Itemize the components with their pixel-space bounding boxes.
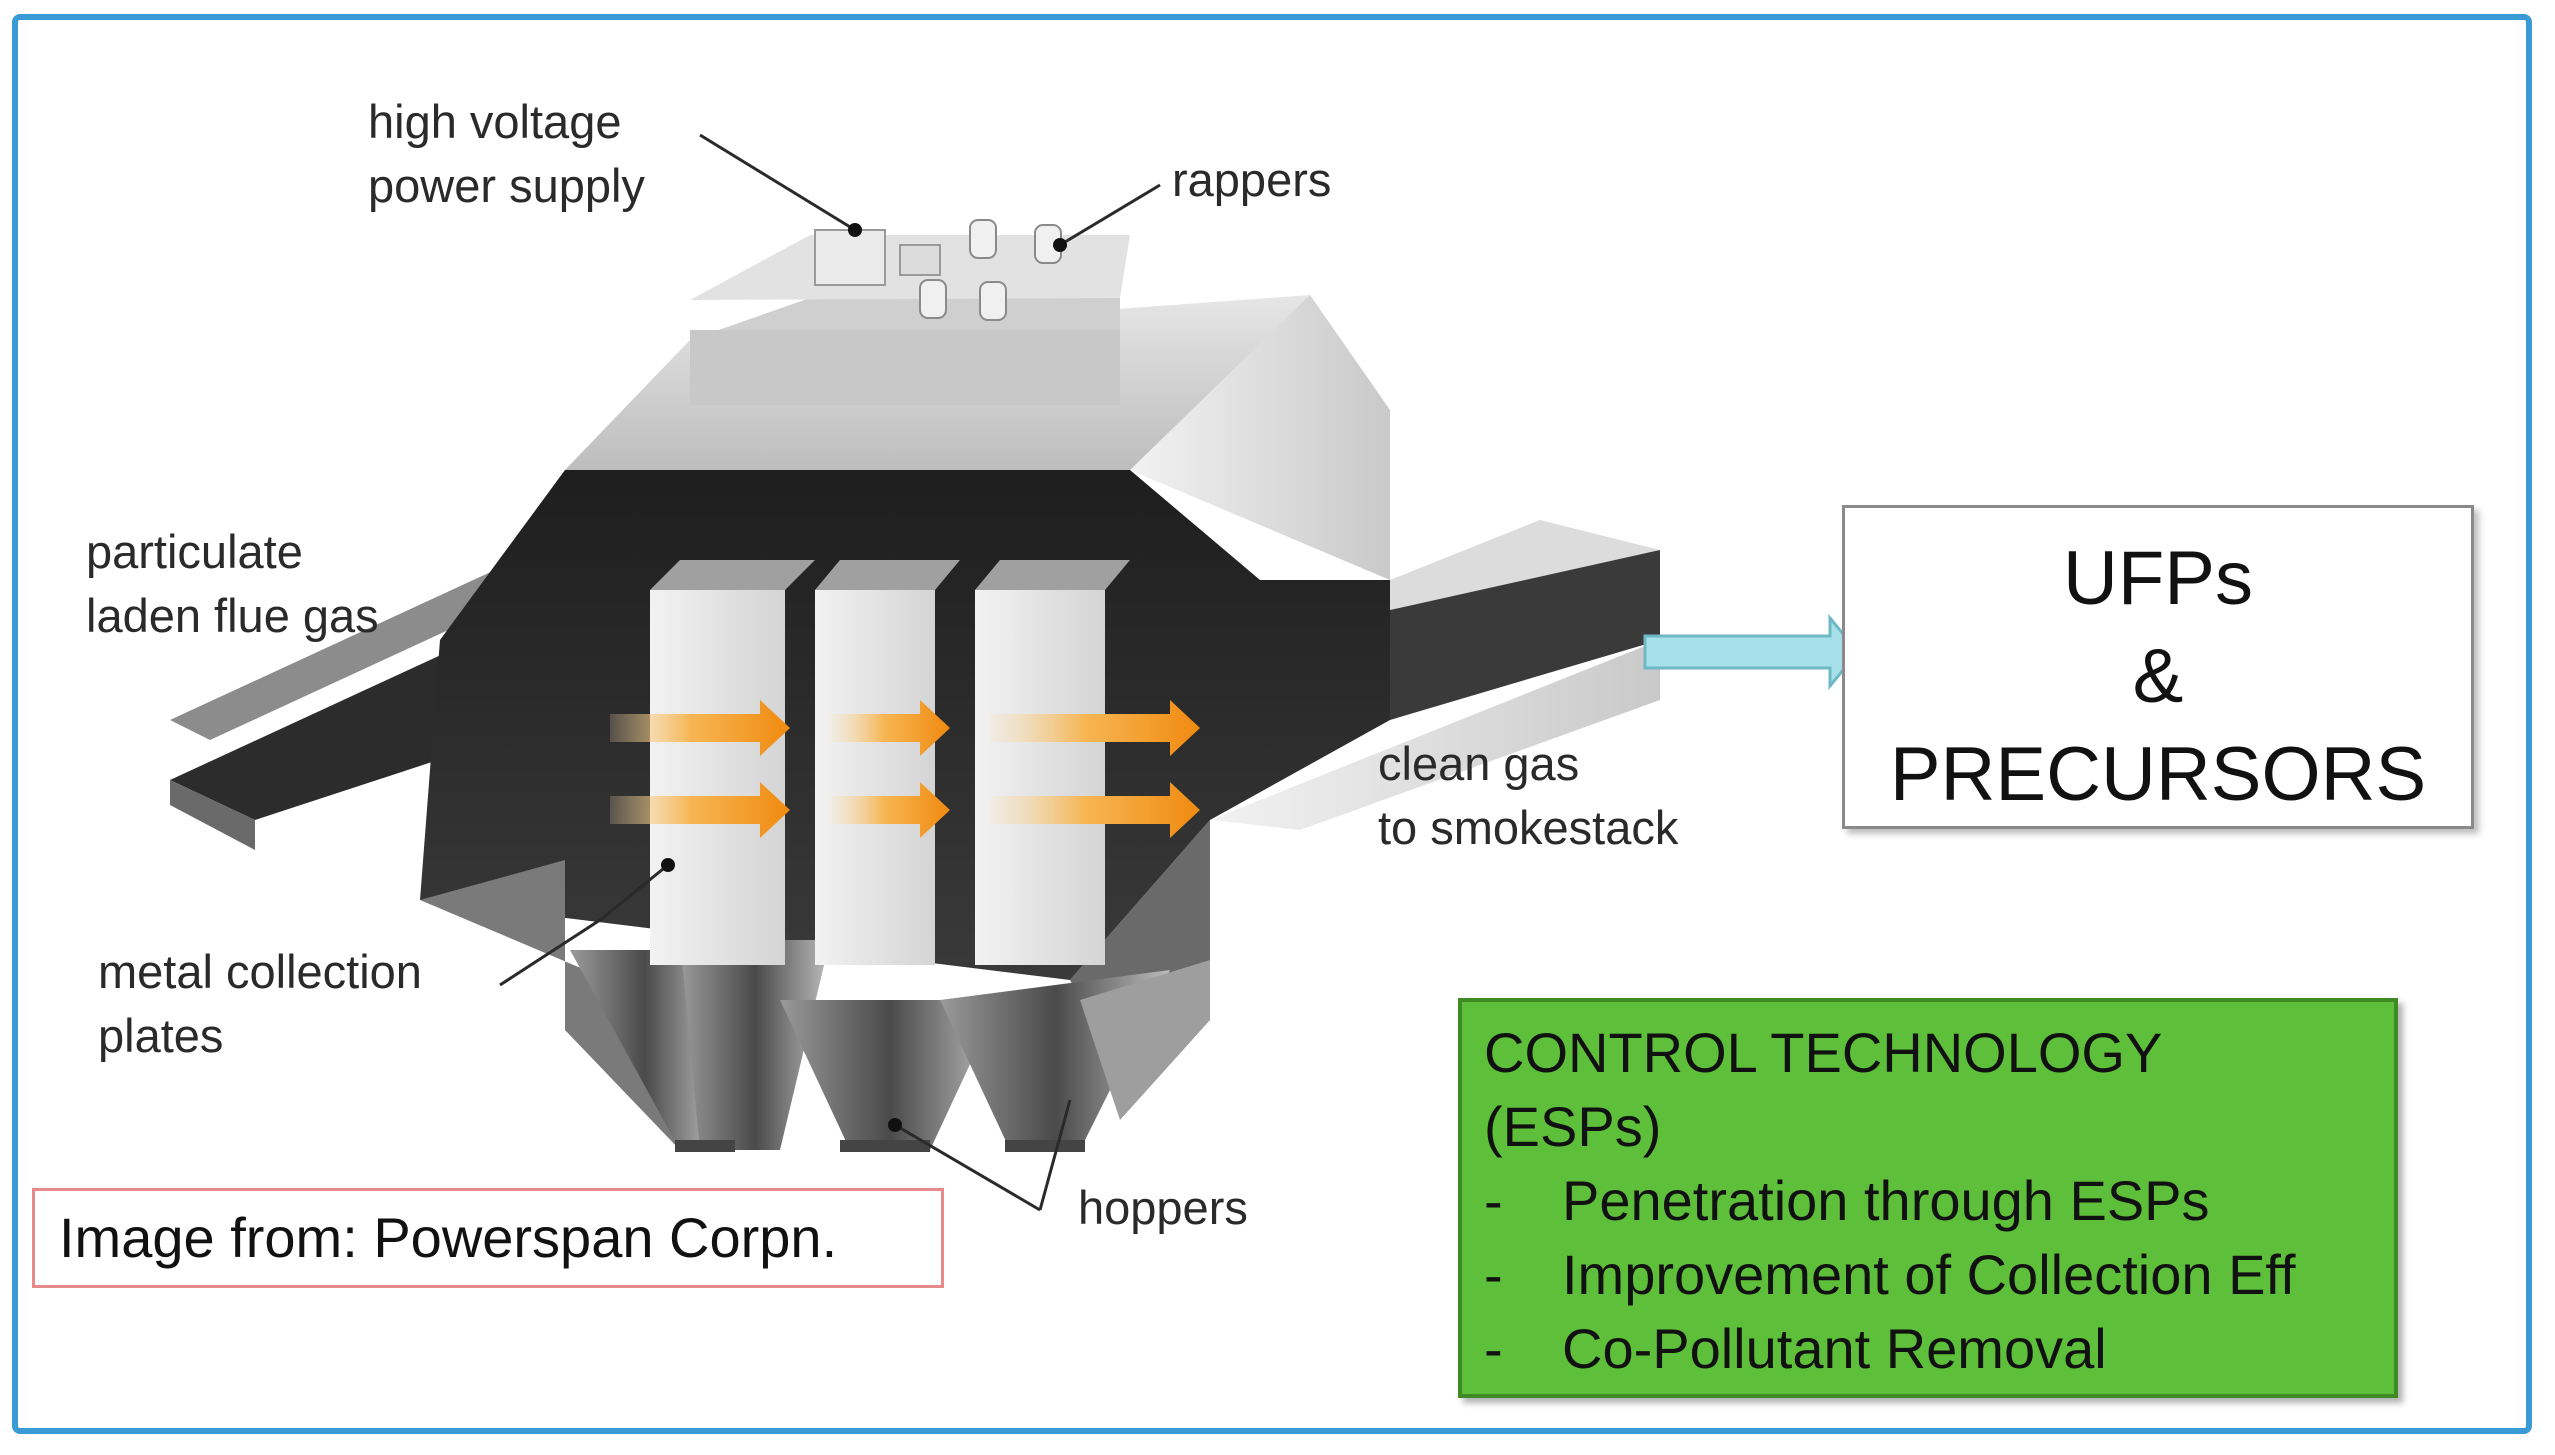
bullet-dash: - bbox=[1484, 1169, 1503, 1232]
leader-dot-power bbox=[848, 223, 862, 237]
label-hoppers: hoppers bbox=[1078, 1181, 1248, 1234]
leader-dot-plates bbox=[661, 858, 675, 872]
label-flue-gas: particulate laden flue gas bbox=[86, 525, 379, 642]
label-power-supply: high voltage power supply bbox=[368, 95, 645, 212]
control-technology-box: CONTROL TECHNOLOGY (ESPs) -Penetration t… bbox=[1458, 998, 2398, 1398]
leader-dot-rappers bbox=[1053, 238, 1067, 252]
ufp-line-1: UFPs bbox=[2063, 536, 2253, 621]
hoppers-shapes bbox=[570, 940, 1210, 1152]
label-clean-gas: clean gas to smokestack bbox=[1378, 737, 1679, 854]
control-item: -Co-Pollutant Removal bbox=[1484, 1312, 2394, 1386]
leader-dot-hoppers bbox=[888, 1118, 902, 1132]
control-title-line-1: CONTROL TECHNOLOGY bbox=[1484, 1021, 2163, 1084]
ufp-box: UFPs & PRECURSORS bbox=[1842, 505, 2474, 829]
label-rappers: rappers bbox=[1172, 153, 1332, 206]
ufp-line-2: & bbox=[2132, 634, 2184, 719]
output-arrow bbox=[1643, 613, 1860, 691]
label-collection-plates: metal collection plates bbox=[98, 945, 422, 1062]
control-item: -Penetration through ESPs bbox=[1484, 1164, 2394, 1238]
leader-lines bbox=[499, 133, 1161, 1212]
ufp-line-3: PRECURSORS bbox=[1889, 732, 2427, 817]
bullet-dash: - bbox=[1484, 1317, 1503, 1380]
power-supply-unit bbox=[814, 229, 941, 286]
control-title-line-2: (ESPs) bbox=[1484, 1095, 1662, 1158]
image-source-note: Image from: Powerspan Corpn. bbox=[32, 1188, 944, 1288]
control-item: -Improvement of Collection Eff bbox=[1484, 1238, 2394, 1312]
collection-plates bbox=[650, 560, 1130, 965]
bullet-dash: - bbox=[1484, 1243, 1503, 1306]
gas-flow-arrows bbox=[610, 700, 1200, 838]
